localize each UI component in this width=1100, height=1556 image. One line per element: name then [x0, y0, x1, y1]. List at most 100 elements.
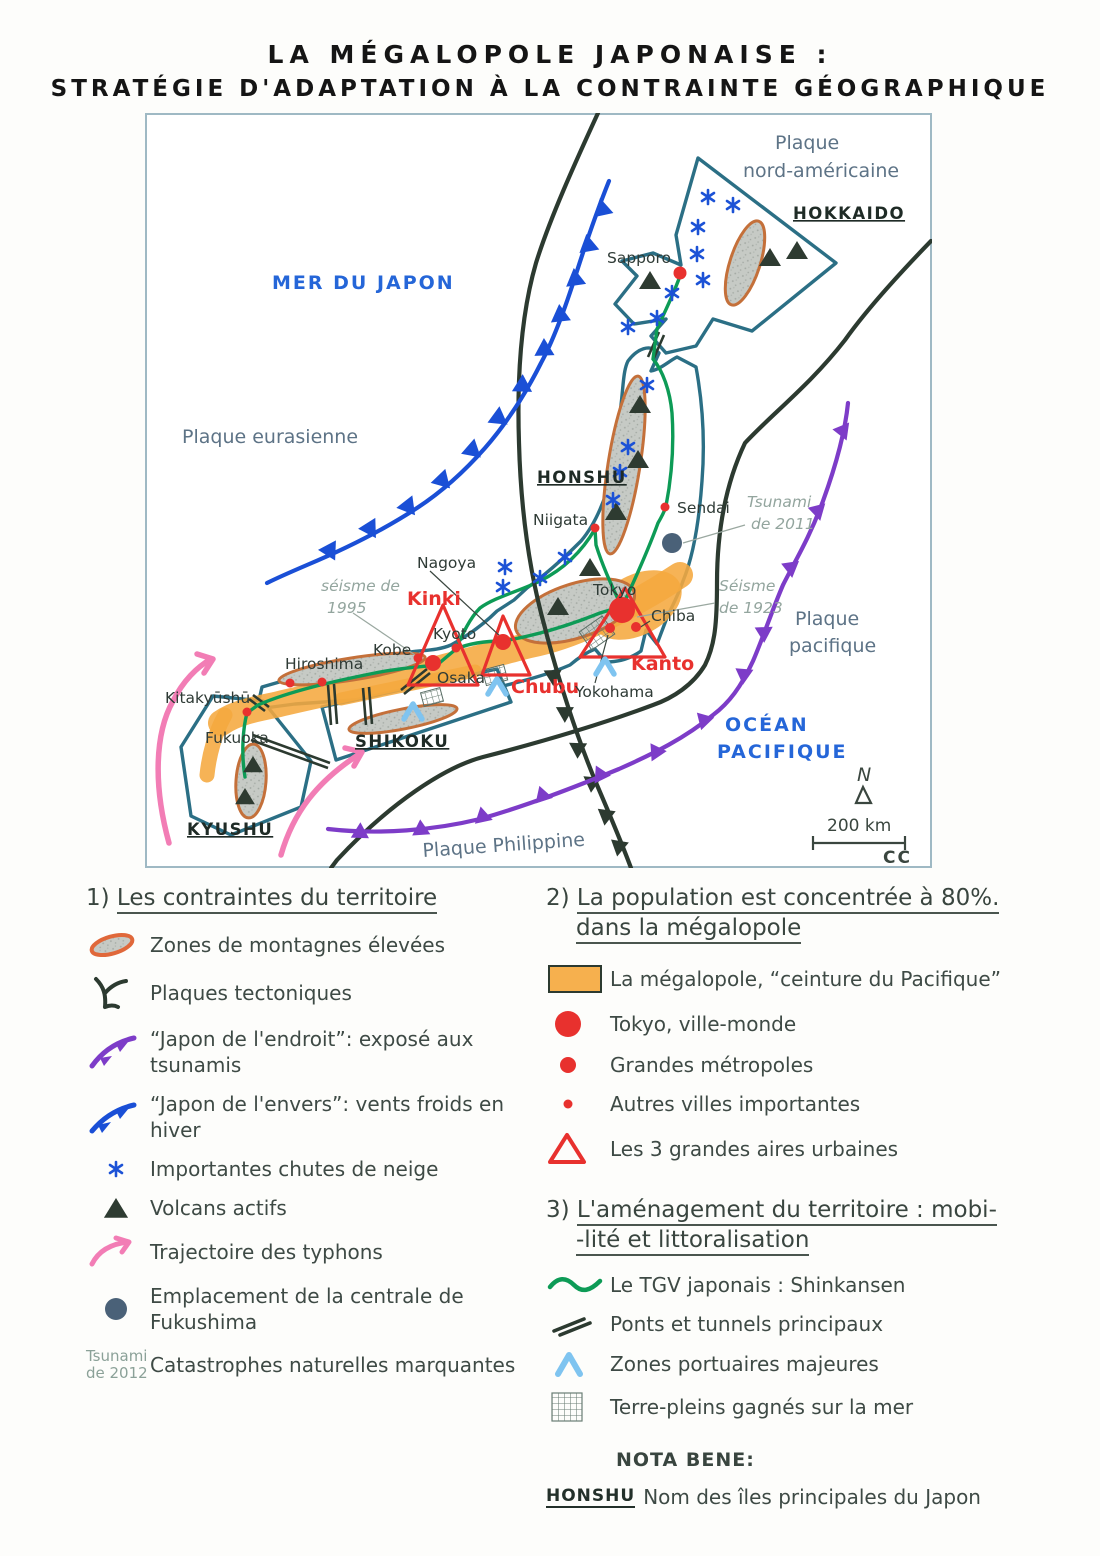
- legend-item-label: Plaques tectoniques: [150, 980, 352, 1005]
- legend-section-1: 1) Les contraintes du territoire Zones d…: [86, 884, 538, 1395]
- label-plate-pacific-2: pacifique: [789, 635, 876, 657]
- legend-item-label: Le TGV japonais : Shinkansen: [610, 1272, 906, 1297]
- label-fukuoka: Fukuoka: [205, 729, 269, 747]
- legend-item-fukushima: Emplacement de la centrale de Fukushima: [86, 1283, 538, 1335]
- japan-map: Plaque nord-américaine HOKKAIDO Sapporo …: [145, 113, 932, 868]
- port-chevron-icon: [546, 1350, 610, 1378]
- label-pacific-1: OCÉAN: [725, 713, 809, 736]
- legend-item-tokyo: Tokyo, ville-monde: [546, 1009, 1026, 1039]
- label-chubu: Chubu: [511, 676, 579, 698]
- legend-2-heading: 2) La population est concentrée à 80%. d…: [546, 884, 1026, 944]
- legend-item-snow: Importantes chutes de neige: [86, 1156, 538, 1182]
- legend-item-label: Trajectoire des typhons: [150, 1239, 383, 1264]
- volcano-icon: [86, 1195, 150, 1221]
- map-title-line2: STRATÉGIE D'ADAPTATION À LA CONTRAINTE G…: [50, 76, 1050, 102]
- typhoon-arrow-icon: [86, 1234, 150, 1270]
- label-chiba: Chiba: [651, 607, 695, 625]
- tokyo-dot: [609, 597, 635, 623]
- legend-item-volcanoes: Volcans actifs: [86, 1195, 538, 1221]
- label-hokkaido: HOKKAIDO: [793, 204, 905, 223]
- legend-item-label: Terre-pleins gagnés sur la mer: [610, 1394, 914, 1419]
- tsunami-front-icon: [86, 1030, 150, 1074]
- nota-bene-key: HONSHU: [546, 1485, 636, 1508]
- nagoya-dot: [495, 634, 511, 650]
- map-title-line1: LA MÉGALOPOLE JAPONAISE :: [267, 40, 833, 69]
- legend-item-label: Emplacement de la centrale de Fukushima: [150, 1283, 464, 1334]
- label-yokohama: Yokohama: [574, 683, 654, 701]
- label-kyushu: KYUSHU: [187, 820, 273, 839]
- cold-wind-front: [264, 178, 617, 586]
- urban-area-triangles: [406, 586, 667, 687]
- shinkansen-line-icon: [546, 1273, 610, 1297]
- legend-2-number: 2): [546, 885, 570, 911]
- label-plate-na-2: nord-américaine: [743, 160, 899, 182]
- handwritten-sample: Tsunami de 2012: [86, 1346, 150, 1383]
- label-hiroshima: Hiroshima: [285, 655, 363, 673]
- legend-item-autres-villes: Autres villes importantes: [546, 1091, 1026, 1117]
- sapporo-dot: [673, 266, 687, 280]
- legend-3-number: 3): [546, 1196, 570, 1223]
- legend-item-label: “Japon de l'envers”: vents froids en hiv…: [150, 1091, 505, 1142]
- scale-label: 200 km: [827, 816, 891, 836]
- legend-2-title-line2: dans la mégalopole: [576, 914, 802, 944]
- legend-item-plates: Plaques tectoniques: [86, 973, 538, 1013]
- label-kitakyushu: Kitakyūshū: [165, 689, 250, 707]
- typhoon-arrows: [155, 651, 365, 858]
- legend-item-shinkansen: Le TGV japonais : Shinkansen: [546, 1272, 1026, 1298]
- legend-item-metropoles: Grandes métropoles: [546, 1052, 1026, 1078]
- legend-item-landfill: Terre-pleins gagnés sur la mer: [546, 1391, 1026, 1423]
- chubu-triangle: [480, 614, 532, 677]
- urban-area-triangle-icon: [546, 1130, 610, 1168]
- sample-line2: de 2012: [86, 1364, 148, 1383]
- nota-bene-text: Nom des îles principales du Japon: [643, 1484, 981, 1509]
- city-dot-large-icon: [546, 1009, 610, 1039]
- legend-item-catastrophes: Tsunami de 2012 Catastrophes naturelles …: [86, 1346, 538, 1383]
- fukushima-dot-icon: [86, 1294, 150, 1324]
- legend-item-megalopolis: La mégalopole, “ceinture du Pacifique”: [546, 962, 1026, 996]
- label-sea-of-japan: MER DU JAPON: [272, 272, 455, 294]
- legend-item-label: “Japon de l'endroit”: exposé aux tsunami…: [150, 1026, 474, 1077]
- legend-2-title-line1: La population est concentrée à 80%.: [576, 885, 1000, 914]
- label-kyoto: Kyoto: [433, 625, 476, 643]
- osaka-dot: [425, 655, 441, 671]
- legend-1-title: Les contraintes du territoire: [116, 885, 438, 914]
- legend-item-aires-urbaines: Les 3 grandes aires urbaines: [546, 1130, 1026, 1168]
- label-shikoku: SHIKOKU: [355, 732, 449, 751]
- niigata-dot: [590, 523, 600, 533]
- legend-item-label: Zones portuaires majeures: [610, 1351, 879, 1376]
- kobe-dot: [413, 653, 423, 663]
- legend-item-bridges: Ponts et tunnels principaux: [546, 1311, 1026, 1337]
- label-kobe: Kobe: [373, 641, 411, 659]
- label-sapporo: Sapporo: [607, 249, 671, 267]
- fukushima-plant-dot: [662, 533, 682, 553]
- label-tokyo: Tokyo: [592, 581, 636, 599]
- city-dot-medium-icon: [546, 1054, 610, 1076]
- legend-item-cold-front: “Japon de l'envers”: vents froids en hiv…: [86, 1091, 538, 1143]
- legend-item-typhoons: Trajectoire des typhons: [86, 1234, 538, 1270]
- label-plate-eurasian: Plaque eurasienne: [182, 426, 358, 448]
- nota-bene-row: HONSHU Nom des îles principales du Japon: [546, 1485, 1026, 1509]
- map-labels: Plaque nord-américaine HOKKAIDO Sapporo …: [165, 132, 905, 862]
- label-tsunami-2011-2: de 2011: [751, 515, 815, 533]
- label-kinki: Kinki: [407, 588, 461, 610]
- bridge-tunnel-icon: [546, 1311, 610, 1337]
- sendai-dot: [660, 502, 670, 512]
- legend-item-mountains: Zones de montagnes élevées: [86, 930, 538, 960]
- legend-item-label: Tokyo, ville-monde: [610, 1011, 797, 1036]
- chiba-dot: [631, 622, 641, 632]
- legend-item-label: Ponts et tunnels principaux: [610, 1311, 884, 1336]
- west-honshu-dot: [285, 678, 295, 688]
- legend-item-label: Les 3 grandes aires urbaines: [610, 1136, 899, 1161]
- port-icons: [401, 656, 617, 722]
- landfill-grid-icon: [546, 1391, 610, 1423]
- megalopolis-swatch-icon: [546, 962, 610, 996]
- city-dot-small-icon: [546, 1096, 610, 1112]
- legend-item-label: Volcans actifs: [150, 1195, 287, 1220]
- label-osaka: Osaka: [437, 669, 485, 687]
- sample-line1: Tsunami: [86, 1346, 148, 1365]
- legend-item-label: Importantes chutes de neige: [150, 1156, 439, 1181]
- legend-right-column: 2) La population est concentrée à 80%. d…: [546, 884, 1026, 1509]
- label-tsunami-2011-1: Tsunami: [747, 493, 812, 511]
- scale-bar: [811, 836, 907, 850]
